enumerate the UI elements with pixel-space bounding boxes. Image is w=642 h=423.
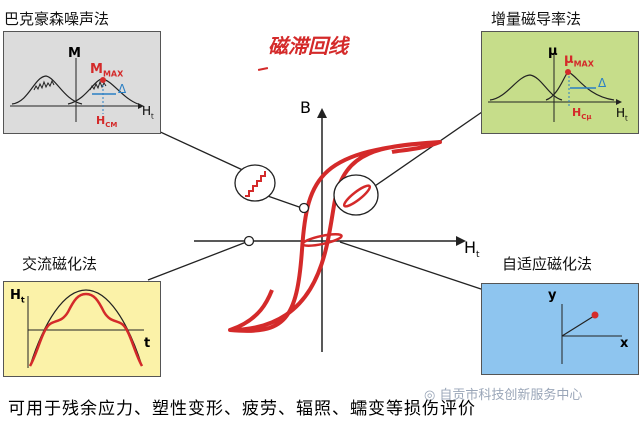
permeability-plot xyxy=(488,54,622,122)
b-axis-label: B xyxy=(300,98,311,117)
permeability-minor-loop xyxy=(342,184,372,208)
permeability-peak-label: μMAX xyxy=(564,52,594,69)
ac-label: 交流磁化法 xyxy=(22,255,98,273)
ac-plot xyxy=(27,289,144,368)
adaptive-x-axis: x xyxy=(620,336,629,351)
ac-x-axis: t xyxy=(144,336,151,351)
h-axis-arrow xyxy=(456,236,466,246)
barkhausen-steps xyxy=(245,171,266,197)
loop-tail-left xyxy=(229,289,274,332)
permeability-panel: μ μMAX Δ Ht HCμ xyxy=(481,31,639,134)
permeability-delta: Δ xyxy=(598,76,607,90)
point-ac xyxy=(243,235,255,247)
adaptive-panel: y x xyxy=(481,283,639,375)
footer-caption: 可用于残余应力、塑性变形、疲劳、辐照、蠕变等损伤评价 xyxy=(8,399,476,419)
barkhausen-panel: M MMAX Δ Ht HCM xyxy=(3,31,161,134)
barkhausen-peak-label: MMAX xyxy=(90,62,124,79)
zoom-circle-permeability xyxy=(333,174,379,216)
barkhausen-delta: Δ xyxy=(118,82,127,96)
adaptive-label: 自适应磁化法 xyxy=(502,255,593,273)
connector-ac xyxy=(147,240,250,281)
barkhausen-x-axis: Ht xyxy=(142,104,154,121)
permeability-coercive-label: HCμ xyxy=(572,106,592,122)
permeability-x-axis: Ht xyxy=(616,106,628,123)
barkhausen-plot xyxy=(10,58,144,122)
connector-adaptive xyxy=(339,241,485,291)
adaptive-y-axis: y xyxy=(548,288,557,303)
ac-panel: Ht t xyxy=(3,281,161,377)
minor-loop xyxy=(301,233,343,247)
permeability-y-axis: μ xyxy=(548,44,558,59)
loop-tail-right xyxy=(391,140,441,154)
b-axis-arrow xyxy=(317,108,327,118)
h-axis-label: Ht xyxy=(464,238,480,261)
wechat-icon: ◎ xyxy=(424,388,436,403)
connector-permeability xyxy=(371,111,483,189)
adaptive-plot xyxy=(561,304,622,364)
watermark: ◎自贡市科技创新服务中心 xyxy=(424,384,582,403)
permeability-label: 增量磁导率法 xyxy=(491,10,582,28)
point-barkhausen xyxy=(298,202,310,214)
watermark-text: 自贡市科技创新服务中心 xyxy=(439,388,583,403)
diagram-title: 磁滞回线 xyxy=(268,34,348,58)
barkhausen-coercive-label: HCM xyxy=(96,114,118,130)
ac-y-axis: Ht xyxy=(10,288,25,305)
barkhausen-label: 巴克豪森噪声法 xyxy=(4,10,110,28)
barkhausen-y-axis: M xyxy=(68,46,81,61)
zoom-circle-barkhausen xyxy=(234,164,276,202)
